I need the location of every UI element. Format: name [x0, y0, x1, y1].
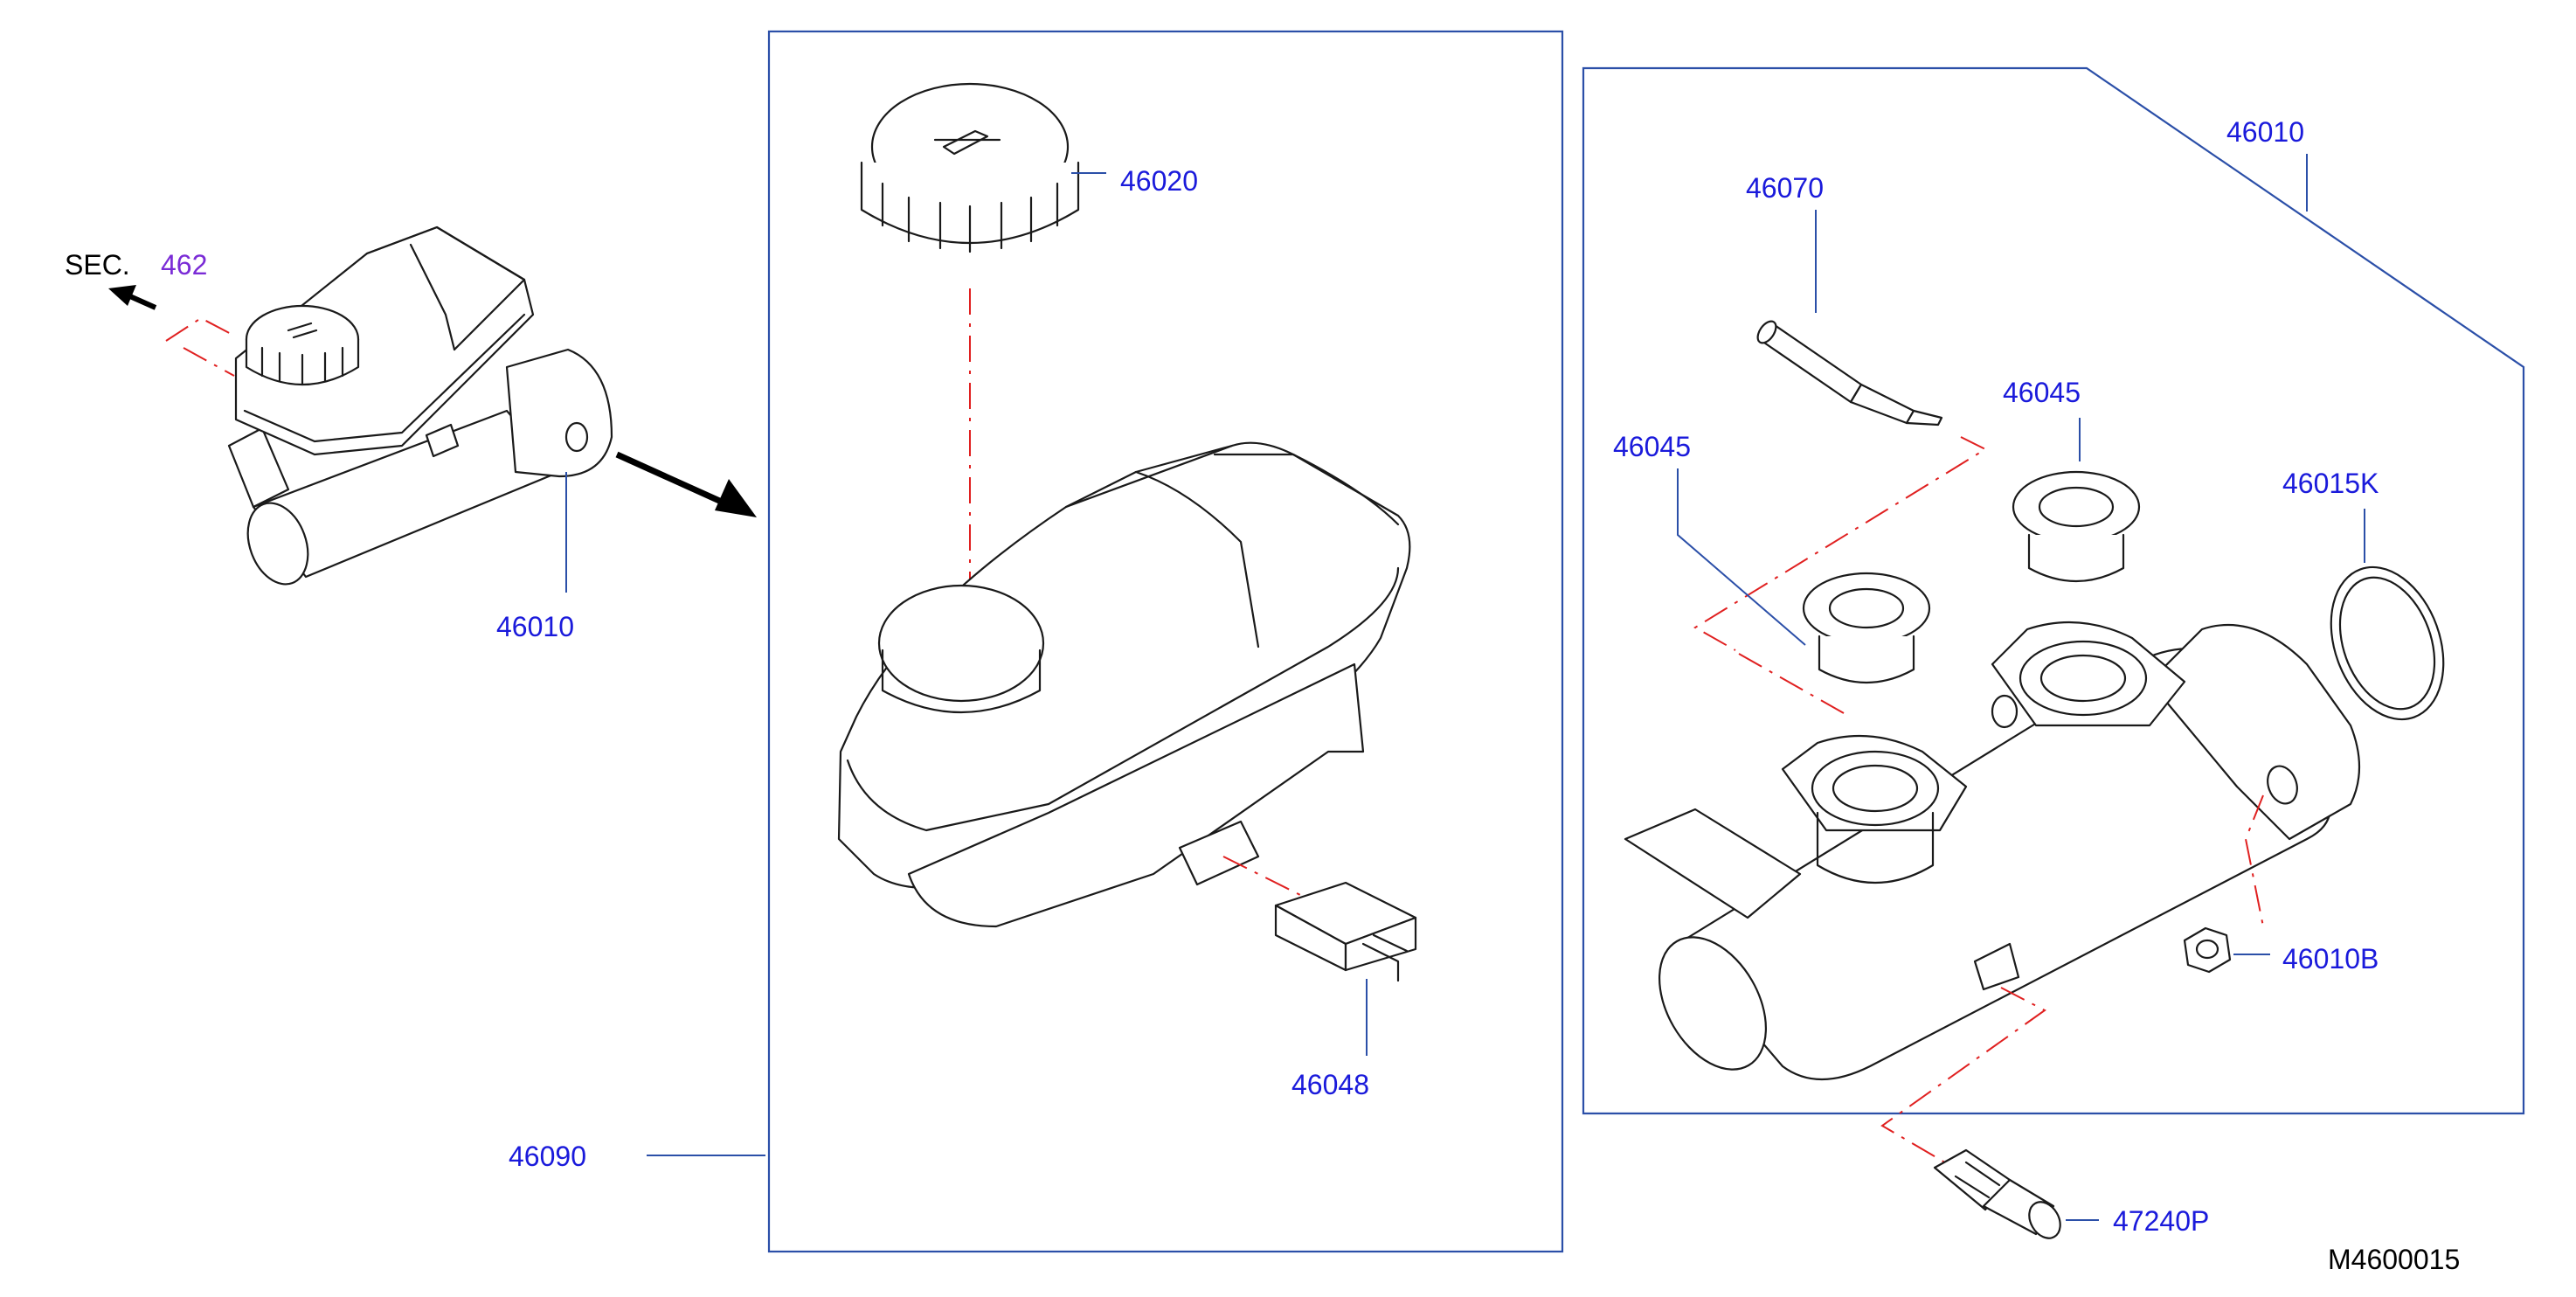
seal-left[interactable]: [1802, 572, 1931, 683]
callout-reservoir-assembly[interactable]: 46090: [509, 1141, 586, 1172]
callout-nut[interactable]: 46010B: [2282, 943, 2379, 974]
section-number[interactable]: 462: [161, 249, 207, 281]
section-reference[interactable]: SEC. 462: [65, 249, 235, 377]
reservoir-cap[interactable]: [860, 82, 1080, 253]
overview-master-cylinder-assembly[interactable]: [227, 225, 613, 593]
callout-seal-left[interactable]: 46045: [1613, 431, 1691, 462]
retaining-clip[interactable]: [1274, 881, 1417, 982]
callout-seal-right[interactable]: 46045: [2003, 377, 2081, 408]
reservoir-group-frame: [767, 30, 1564, 1253]
o-ring[interactable]: [2311, 551, 2463, 735]
callout-assembly-left[interactable]: 46010: [496, 611, 574, 642]
callout-o-ring[interactable]: 46015K: [2282, 468, 2379, 499]
master-cylinder-group-frame: [1582, 66, 2525, 1115]
diagram-id: M4600015: [2328, 1244, 2460, 1275]
master-cylinder-body[interactable]: [1624, 621, 2361, 1088]
reservoir-body[interactable]: [837, 441, 1411, 928]
explode-arrow: [615, 451, 757, 517]
callout-grommet-clip[interactable]: 46048: [1291, 1069, 1369, 1100]
callout-pin[interactable]: 46070: [1746, 172, 1824, 204]
section-arrow-icon: [108, 285, 157, 310]
seal-right[interactable]: [2012, 470, 2141, 582]
callout-cap[interactable]: 46020: [1120, 165, 1198, 197]
pin[interactable]: [1754, 318, 1943, 427]
pressure-sensor[interactable]: [1933, 1148, 2067, 1244]
callout-sensor[interactable]: 47240P: [2113, 1205, 2209, 1237]
nut[interactable]: [2183, 926, 2232, 974]
section-prefix: SEC.: [65, 249, 130, 281]
callout-master-cylinder[interactable]: 46010: [2226, 116, 2304, 148]
